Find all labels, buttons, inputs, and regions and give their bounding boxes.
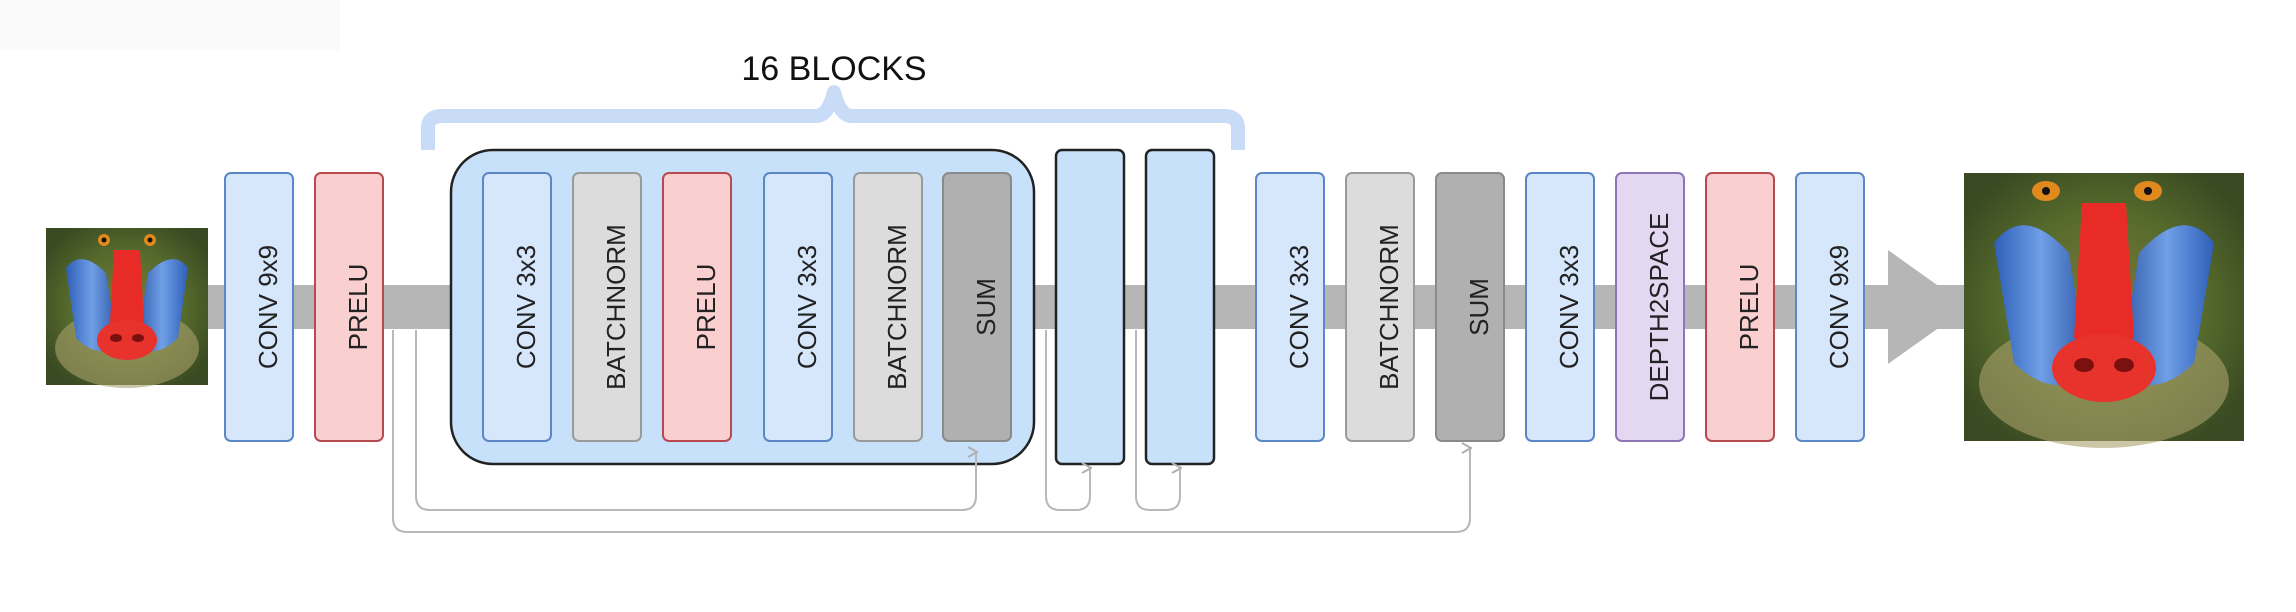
layer-label: CONV 3x3 bbox=[1284, 245, 1314, 369]
layer-label: PRELU bbox=[691, 264, 721, 351]
layer-label: PRELU bbox=[343, 264, 373, 351]
layer-label: CONV 3x3 bbox=[1554, 245, 1584, 369]
layer-block-batchnorm1: BATCHNORM bbox=[572, 172, 642, 442]
skip-into-repeat-1 bbox=[1045, 330, 1090, 511]
layer-label: CONV 9x9 bbox=[1824, 245, 1854, 369]
skip-into-repeat-2 bbox=[1135, 330, 1180, 511]
layer-post-conv: CONV 3x3 bbox=[1255, 172, 1325, 442]
layer-up-prelu: PRELU bbox=[1705, 172, 1775, 442]
layer-label: CONV 9x9 bbox=[253, 245, 283, 369]
layer-post-batchnorm: BATCHNORM bbox=[1345, 172, 1415, 442]
long-skip-into-sum bbox=[392, 330, 1470, 533]
layer-label: CONV 3x3 bbox=[511, 245, 541, 369]
layer-out-conv9x9: CONV 9x9 bbox=[1795, 172, 1865, 442]
blocks-title: 16 BLOCKS bbox=[741, 50, 926, 88]
input-image bbox=[46, 228, 208, 388]
layer-conv9x9-in: CONV 9x9 bbox=[224, 172, 294, 442]
layer-block-conv2: CONV 3x3 bbox=[763, 172, 833, 442]
layer-label: BATCHNORM bbox=[601, 224, 631, 390]
output-image bbox=[1964, 173, 2244, 448]
layer-post-sum: SUM bbox=[1435, 172, 1505, 442]
layer-label: DEPTH2SPACE bbox=[1644, 213, 1674, 402]
layer-depth2space: DEPTH2SPACE bbox=[1615, 172, 1685, 442]
blocks-brace bbox=[421, 85, 1245, 150]
layer-label: BATCHNORM bbox=[882, 224, 912, 390]
layer-label: SUM bbox=[971, 278, 1001, 336]
layer-up-conv: CONV 3x3 bbox=[1525, 172, 1595, 442]
layer-block-prelu: PRELU bbox=[662, 172, 732, 442]
skip-connections bbox=[392, 330, 1470, 533]
corner-panel bbox=[0, 0, 340, 50]
residual-block-repeat-2 bbox=[1144, 148, 1216, 466]
layer-block-conv1: CONV 3x3 bbox=[482, 172, 552, 442]
layer-block-sum: SUM bbox=[942, 172, 1012, 442]
trunk-arrowhead bbox=[1888, 250, 1968, 364]
layer-label: PRELU bbox=[1734, 264, 1764, 351]
layer-block-batchnorm2: BATCHNORM bbox=[853, 172, 923, 442]
layer-prelu-in: PRELU bbox=[314, 172, 384, 442]
skip-into-block-sum bbox=[415, 330, 976, 511]
layer-label: BATCHNORM bbox=[1374, 224, 1404, 390]
layer-label: CONV 3x3 bbox=[792, 245, 822, 369]
layer-label: SUM bbox=[1464, 278, 1494, 336]
residual-block-repeat-1 bbox=[1054, 148, 1126, 466]
